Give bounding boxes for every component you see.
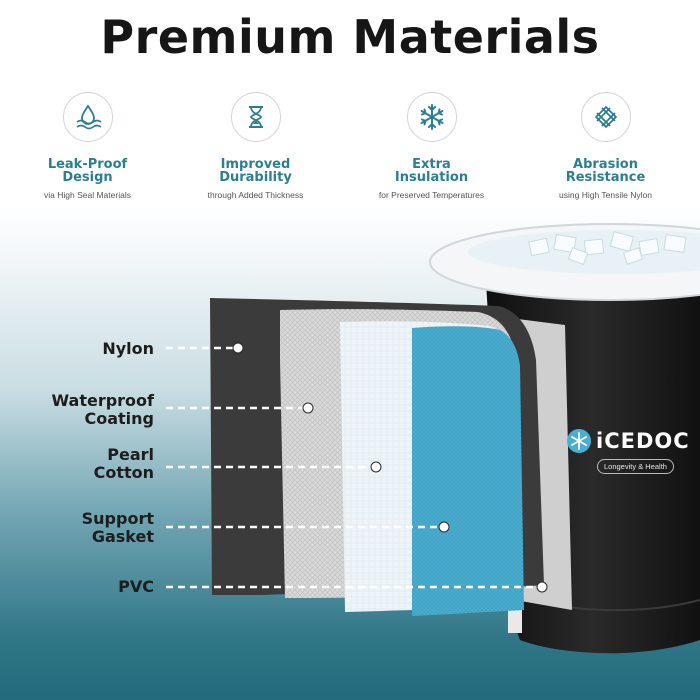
feature-description: for Preserved Temperatures [378,190,485,200]
hourglass-icon [230,92,281,142]
layer-label-pearl-cotton: Pearl Cotton [93,445,154,482]
ice-cubes [528,231,687,266]
snowflake-icon [406,92,457,142]
pointer-dots [232,342,548,593]
feature-insulation: Extra Insulation for Preserved Temperatu… [344,92,519,200]
layer-label-pvc: PVC [118,577,154,596]
feature-description: using High Tensile Nylon [559,190,652,200]
layer-sheets [210,298,572,616]
feature-description: via High Seal Materials [44,190,131,200]
feature-title: Leak-Proof Design [47,157,128,185]
drain-valve [508,605,522,633]
feature-title: Extra Insulation [394,157,469,185]
feature-leak-proof: Leak-Proof Design via High Seal Material… [0,92,175,200]
brand-logo: iCEDOC Longevity & Health [566,428,698,474]
brand-snowflake-icon [567,429,591,453]
feature-description: through Added Thickness [207,190,304,200]
layer-label-support-gasket: Support Gasket [81,509,154,546]
layer-label-waterproof-coating: Waterproof Coating [51,391,154,428]
brand-name: iCEDOC [596,429,690,453]
water-drop-icon [62,92,113,142]
pointer-lines [166,346,540,589]
feature-title: Improved Durability [219,157,292,185]
feature-durability: Improved Durability through Added Thickn… [168,92,343,200]
feature-title: Abrasion Resistance [565,157,646,185]
woven-fabric-icon [580,92,631,142]
brand-tagline: Longevity & Health [597,459,674,474]
page-title: Premium Materials [100,10,600,64]
layer-label-nylon: Nylon [102,339,154,358]
layer-support-gasket [412,326,524,616]
feature-abrasion: Abrasion Resistance using High Tensile N… [518,92,693,200]
